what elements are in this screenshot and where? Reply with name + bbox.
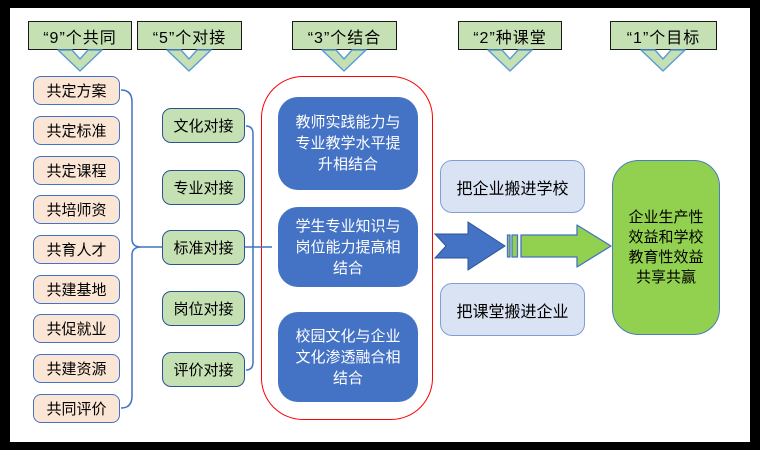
down-arrow-icon (321, 49, 367, 72)
five-dockings-item: 评价对接 (162, 352, 245, 387)
combination-item: 教师实践能力与 专业教学水平提 升相结合 (278, 97, 418, 190)
nine-commons-item: 共定标准 (33, 116, 120, 145)
nine-commons-item: 共建资源 (33, 354, 120, 383)
nine-commons-item: 共同评价 (33, 394, 120, 423)
goal-box: 企业生产性 效益和学校 教育性效益 共享共赢 (612, 160, 720, 335)
nine-commons-item: 共定方案 (33, 76, 120, 105)
nine-commons-item: 共育人才 (33, 235, 120, 264)
nine-commons-item: 共促就业 (33, 314, 120, 343)
top-label-9-commons: “9”个共同 (28, 21, 132, 50)
top-label-3-combinations: “3”个结合 (292, 21, 397, 50)
top-label-2-classrooms: “2”种课堂 (458, 21, 562, 50)
nine-commons-item: 共建基地 (33, 275, 120, 304)
five-dockings-item: 文化对接 (162, 108, 245, 143)
top-label-5-dockings: “5”个对接 (137, 21, 242, 50)
down-arrow-icon (640, 49, 686, 72)
five-dockings-item: 岗位对接 (162, 291, 245, 326)
five-dockings-item: 标准对接 (162, 230, 245, 265)
down-arrow-icon (57, 49, 103, 72)
five-dockings-item: 专业对接 (162, 170, 245, 205)
combination-item: 学生专业知识与 岗位能力提高相 结合 (278, 207, 418, 287)
down-arrow-icon (487, 49, 533, 72)
top-label-1-goal: “1”个目标 (610, 21, 717, 50)
two-classrooms-item: 把企业搬进学校 (440, 160, 585, 213)
down-arrow-icon (166, 49, 212, 72)
combination-item: 校园文化与企业 文化渗透融合相 结合 (278, 312, 418, 402)
nine-commons-item: 共培师资 (33, 195, 120, 224)
nine-commons-item: 共定课程 (33, 156, 120, 185)
two-classrooms-item: 把课堂搬进企业 (440, 283, 585, 336)
